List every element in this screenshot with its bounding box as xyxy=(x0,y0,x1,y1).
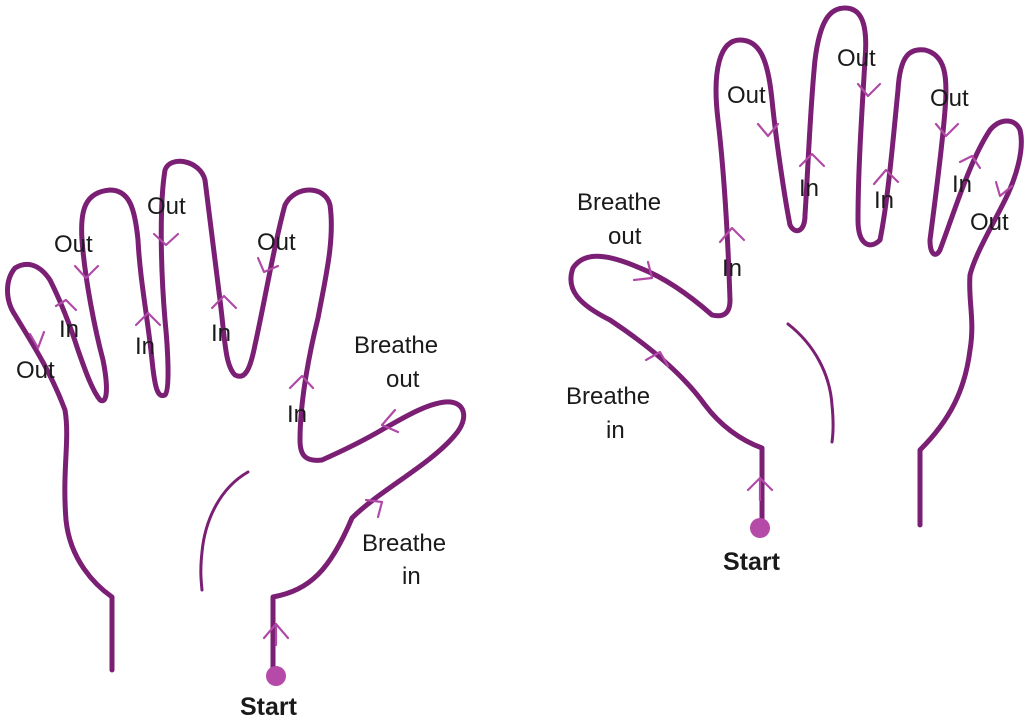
left-pinky-in-label: In xyxy=(59,316,79,343)
right-index-in-label: In xyxy=(722,255,742,282)
right-ring-in-label: In xyxy=(874,187,894,214)
left-middle-in-label: In xyxy=(211,320,231,347)
right-breathe-in-line2: in xyxy=(606,417,625,444)
left-breathe-out-line2: out xyxy=(386,366,420,393)
right-arrow-ring-out xyxy=(936,124,958,136)
left-arrow-index-in xyxy=(290,376,313,388)
left-pinky-out-label: Out xyxy=(16,357,55,384)
right-breathe-out-line1: Breathe xyxy=(577,189,661,216)
right-middle-in-label: In xyxy=(799,175,819,202)
right-breathe-in-line1: Breathe xyxy=(566,383,650,410)
left-ring-out-label: Out xyxy=(54,231,93,258)
left-index-in-label: In xyxy=(287,401,307,428)
left-arrow-start-up xyxy=(264,624,288,645)
right-arrow-start-up xyxy=(748,478,772,500)
left-breathe-in-line2: in xyxy=(402,563,421,590)
left-breathe-in-line1: Breathe xyxy=(362,530,446,557)
right-middle-out-label: Out xyxy=(837,45,876,72)
right-hand: Start Breathe in Breathe out In Out In O… xyxy=(566,8,1021,576)
left-index-out-label: Out xyxy=(257,229,296,256)
left-hand: Start Breathe in Breathe out In Out In O… xyxy=(8,161,464,721)
right-arrow-middle-in xyxy=(800,154,824,166)
left-breathe-out-line1: Breathe xyxy=(354,332,438,359)
left-arrow-middle-out xyxy=(154,234,178,245)
left-start-label: Start xyxy=(240,693,298,721)
left-middle-out-label: Out xyxy=(147,193,186,220)
left-palm-crease xyxy=(201,472,248,590)
left-arrow-middle-in xyxy=(212,296,236,308)
right-palm-crease xyxy=(788,324,833,442)
left-ring-in-label: In xyxy=(135,333,155,360)
right-pinky-out-label: Out xyxy=(970,209,1009,236)
right-ring-out-label: Out xyxy=(930,85,969,112)
left-start-dot xyxy=(266,666,286,686)
left-arrow-index-out xyxy=(258,258,278,272)
right-index-out-label: Out xyxy=(727,82,766,109)
right-arrow-index-in xyxy=(720,228,744,242)
right-pinky-in-label: In xyxy=(952,171,972,198)
right-start-label: Start xyxy=(723,548,781,576)
right-breathe-out-line2: out xyxy=(608,223,642,250)
right-start-dot xyxy=(750,518,770,538)
